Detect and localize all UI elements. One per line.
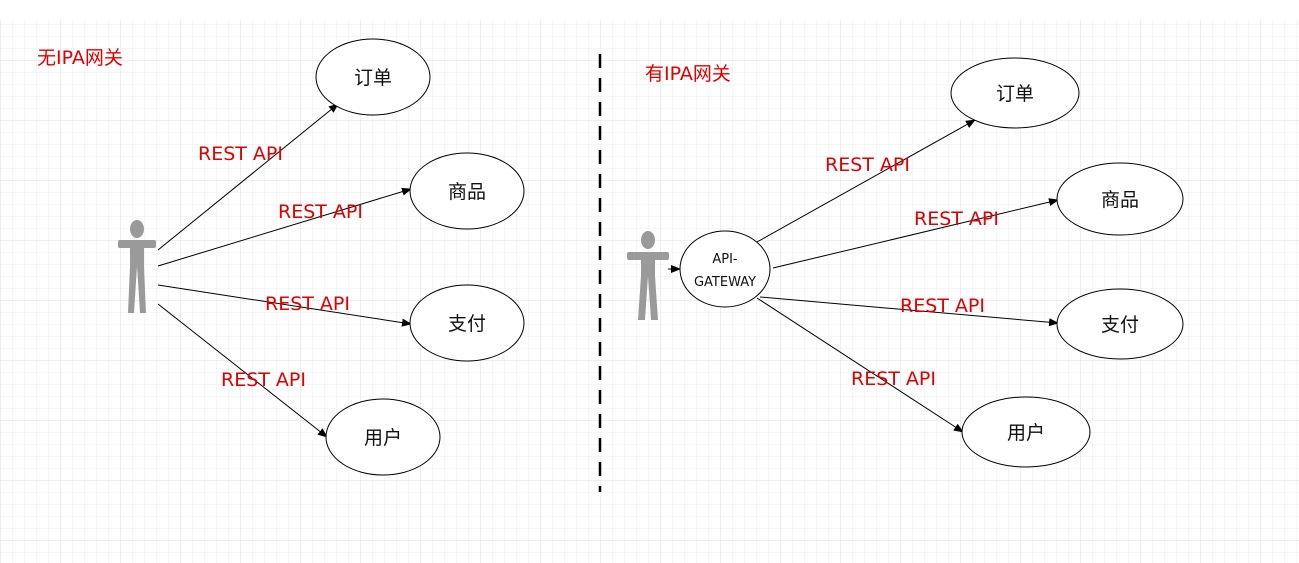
service-node-order[interactable]: 订单: [315, 38, 431, 116]
gateway-label-line2: GATEWAY: [694, 275, 756, 290]
edge-label-order: REST API: [825, 154, 910, 176]
api-gateway-node[interactable]: API- GATEWAY: [679, 230, 771, 308]
edge-arrow-pay: [759, 296, 1059, 327]
edge-arrow-goods: [157, 187, 412, 267]
edge-arrow-goods: [772, 198, 1059, 269]
service-node-user[interactable]: 用户: [325, 398, 441, 476]
service-node-goods[interactable]: 商品: [409, 152, 525, 230]
service-label: 商品: [1101, 189, 1139, 211]
gateway-label-line1: API-: [712, 252, 738, 267]
edge-arrow-user: [756, 297, 964, 433]
service-node-pay[interactable]: 支付: [409, 284, 525, 362]
left-edges: [157, 103, 412, 438]
service-node-order[interactable]: 订单: [950, 57, 1080, 129]
service-label: 用户: [1007, 422, 1045, 444]
edge-label-user: REST API: [221, 369, 306, 391]
edge-label-goods: REST API: [278, 201, 363, 223]
right-heading: 有IPA网关: [645, 63, 731, 85]
panel-without-gateway: 无IPA网关 REST API REST API REST API REST A…: [37, 38, 525, 476]
edge-arrow-order: [157, 103, 339, 251]
service-node-goods[interactable]: 商品: [1056, 162, 1184, 236]
service-label: 订单: [354, 67, 392, 89]
service-node-user[interactable]: 用户: [961, 396, 1091, 468]
service-label: 支付: [448, 313, 486, 335]
service-label: 支付: [1101, 314, 1139, 336]
service-label: 用户: [364, 427, 402, 449]
edge-arrow-order: [756, 119, 976, 243]
service-node-pay[interactable]: 支付: [1056, 288, 1184, 360]
user-actor-icon: [118, 220, 156, 313]
edge-arrow-user: [157, 303, 328, 438]
edge-label-order: REST API: [198, 143, 283, 165]
edge-label-user: REST API: [851, 368, 936, 390]
left-heading: 无IPA网关: [37, 47, 123, 69]
user-actor-icon: [627, 231, 669, 320]
right-edges: [756, 119, 1059, 433]
edge-label-goods: REST API: [914, 208, 999, 230]
panel-with-gateway: 有IPA网关 API- GATEWAY REST API REST API RE…: [627, 57, 1184, 468]
service-label: 商品: [448, 181, 486, 203]
edge-label-pay: REST API: [265, 293, 350, 315]
edge-label-pay: REST API: [900, 295, 985, 317]
service-label: 订单: [996, 83, 1034, 105]
edge-arrow-pay: [157, 284, 412, 327]
